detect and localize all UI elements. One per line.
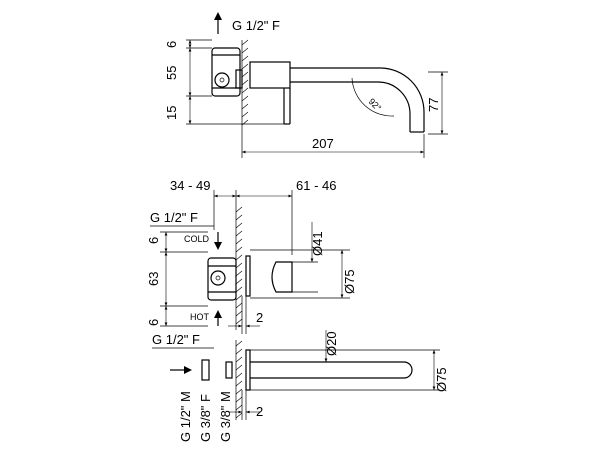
- angle-label: 92°: [367, 96, 384, 113]
- wall-hatching-top: [241, 39, 249, 126]
- conn-label-g38m: G 3/8" M: [218, 391, 233, 442]
- dim-207: 207: [312, 136, 334, 151]
- dia-20: Ø20: [324, 331, 339, 356]
- dim-6-middle-top: 6: [146, 237, 161, 244]
- dim-55: 55: [164, 66, 179, 80]
- dim-15: 15: [164, 106, 179, 120]
- dim-6-middle-bottom: 6: [146, 319, 161, 326]
- hot-label: HOT: [190, 312, 210, 322]
- top-view: G 1/2" F 92° 6 55 15 77: [164, 12, 448, 158]
- conn-label-g38f: G 3/8" F: [198, 394, 213, 442]
- thread-label-top: G 1/2" F: [232, 18, 280, 33]
- dia-75-middle: Ø75: [342, 269, 357, 294]
- dim-2-middle: 2: [256, 310, 263, 325]
- dim-77: 77: [426, 98, 441, 112]
- dim-2-bottom: 2: [256, 404, 263, 419]
- dim-6-top: 6: [164, 41, 179, 48]
- cold-label: COLD: [184, 234, 210, 244]
- bottom-view: Ø20 Ø75 2 G 1/2" M G 3/8" F G 3/8" M: [170, 330, 449, 442]
- middle-view: 34 - 49 61 - 46 G 1/2" F COLD: [146, 178, 357, 349]
- dim-63: 63: [146, 272, 161, 286]
- dia-41: Ø41: [310, 231, 325, 256]
- dia-75-bottom: Ø75: [434, 367, 449, 392]
- thread-label-middle-top: G 1/2" F: [150, 210, 198, 225]
- conn-label-g12m: G 1/2" M: [178, 391, 193, 442]
- thread-label-middle-bottom: G 1/2" F: [152, 332, 200, 347]
- wall-hatching-middle: [235, 206, 243, 325]
- wall-hatching-bottom: [235, 340, 243, 419]
- dim-61-46: 61 - 46: [296, 178, 336, 193]
- dim-34-49: 34 - 49: [170, 178, 210, 193]
